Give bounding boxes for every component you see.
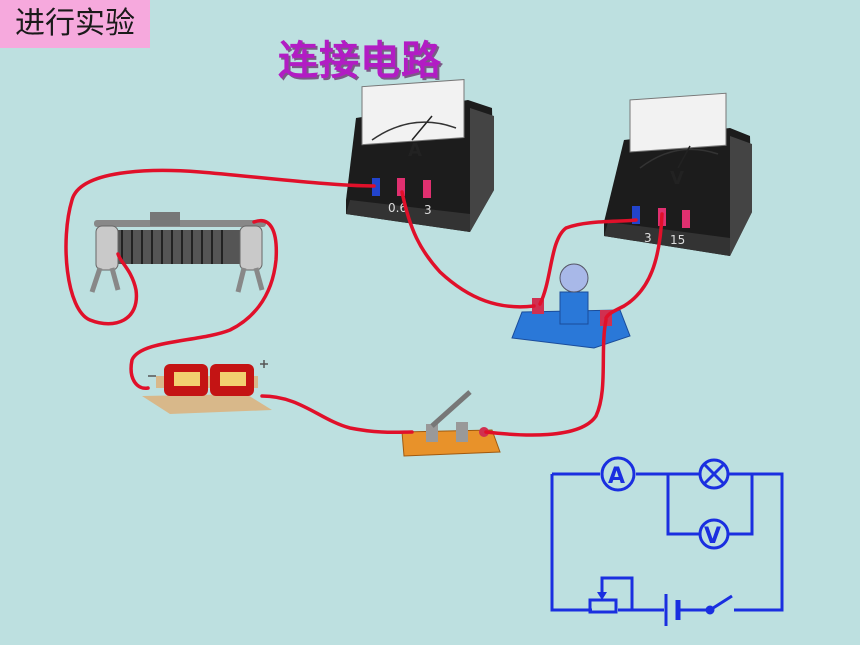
schematic-ammeter-symbol: A [608, 464, 625, 489]
lamp-holder [511, 263, 631, 349]
schematic-rheostat [588, 598, 618, 614]
schematic-lamp [698, 458, 730, 490]
wire-lamp-voltmeter-neg [538, 218, 638, 306]
schematic-voltmeter-symbol: V [704, 524, 721, 549]
ammeter-symbol: A [408, 140, 422, 161]
wire-battery-switch [260, 394, 414, 435]
wire-switch-lamp [484, 318, 608, 437]
wire-ammeter-lamp [400, 190, 536, 309]
ammeter-terminal-3: 3 [424, 203, 432, 217]
voltmeter: V 3 15 [604, 92, 752, 256]
ammeter: A 0.6 3 [346, 79, 494, 232]
voltmeter-terminal-3: 3 [644, 231, 652, 245]
section-tag: 进行实验 [0, 0, 150, 48]
battery-pack [142, 360, 272, 414]
knife-switch [401, 390, 501, 457]
ammeter-terminal-06: 0.6 [388, 201, 407, 215]
circuit-schematic [550, 456, 784, 626]
connecting-wires [64, 168, 664, 437]
slide-title: 连接电路 [278, 38, 442, 84]
schematic-ammeter [600, 456, 636, 492]
wire-rheostat-battery [129, 218, 279, 390]
rheostat [89, 212, 266, 293]
wire-voltmeter-lamp-pos [604, 212, 664, 320]
schematic-voltmeter [698, 518, 730, 550]
wire-ammeter-rheostat [64, 168, 376, 326]
voltmeter-terminal-15: 15 [670, 233, 685, 247]
voltmeter-symbol: V [670, 168, 684, 189]
